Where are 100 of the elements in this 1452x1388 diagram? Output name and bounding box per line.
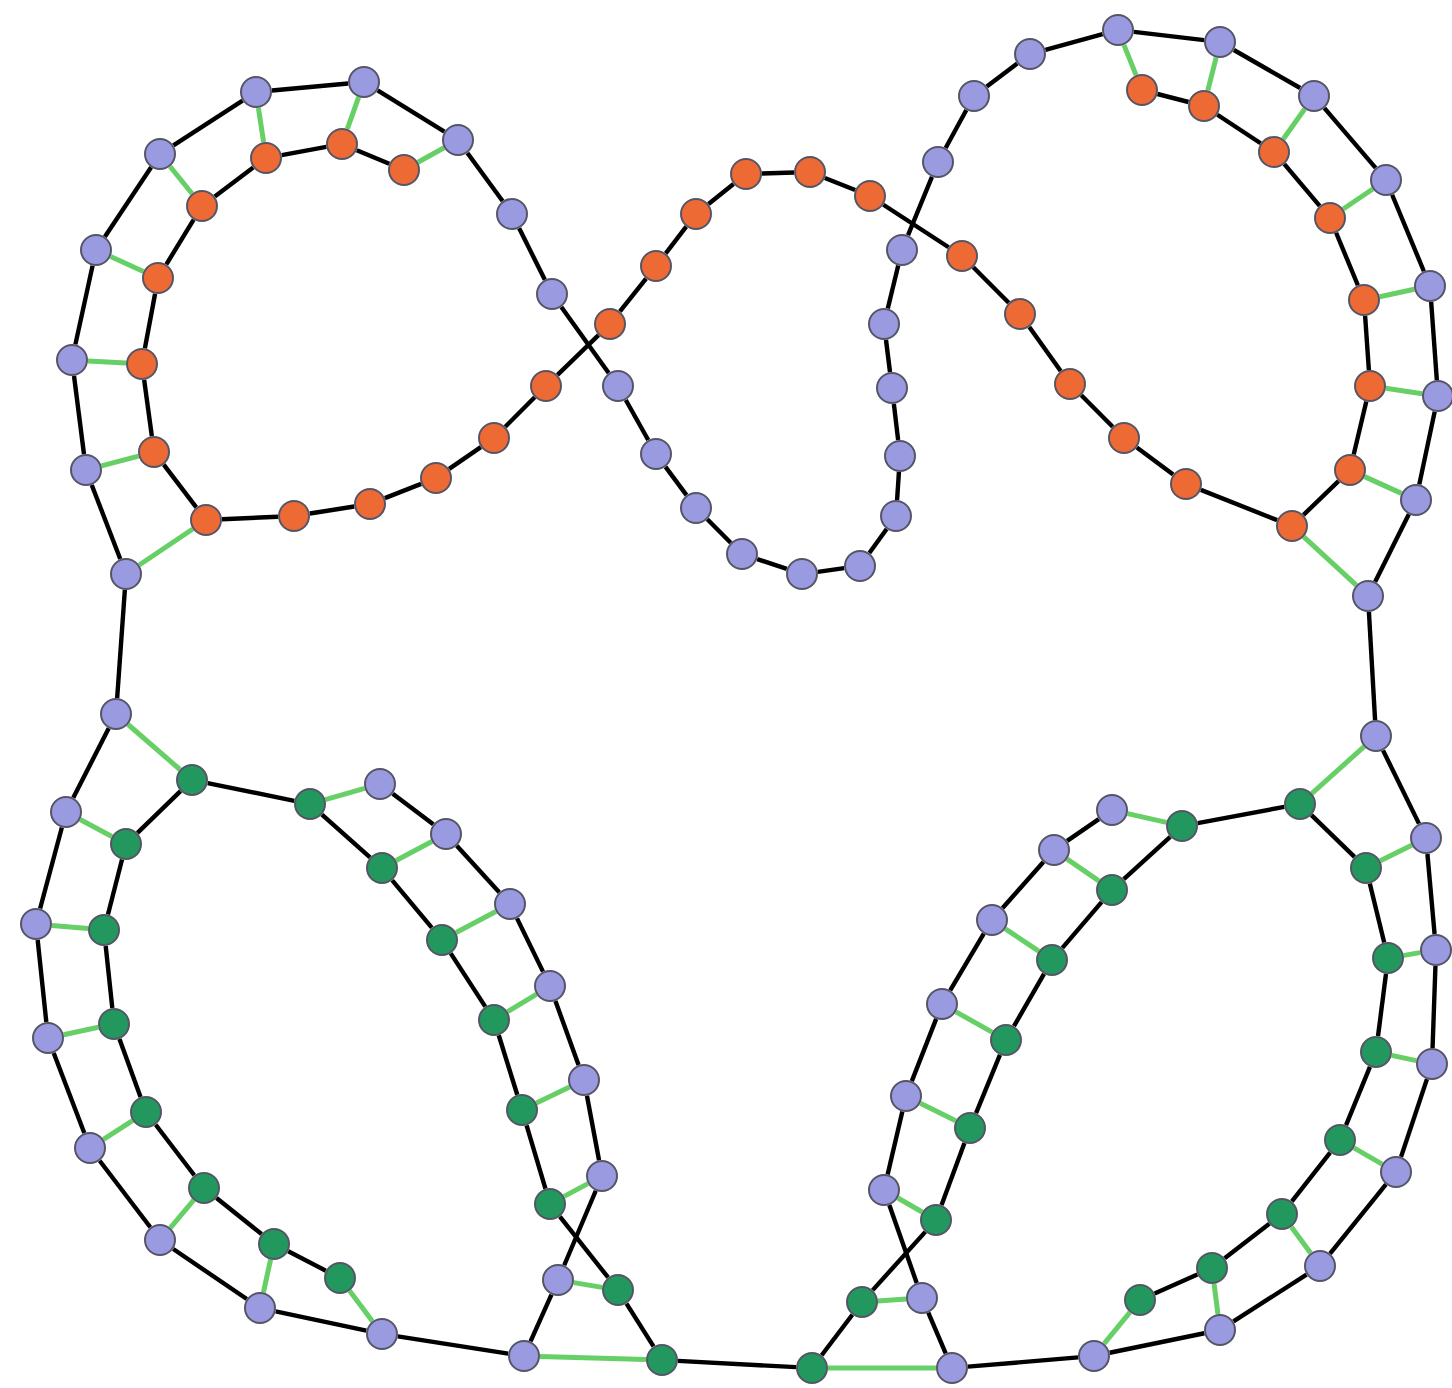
connector-line (677, 1358, 797, 1370)
connector-line (971, 265, 1011, 305)
graph-node (1014, 38, 1046, 70)
connector-line (390, 878, 434, 930)
connector-line (506, 992, 538, 1014)
connector-line (1156, 91, 1190, 105)
graph-node (726, 538, 758, 570)
graph-node (920, 1204, 952, 1236)
connector-line (883, 339, 893, 373)
connector-line (447, 445, 483, 471)
graph-node (126, 348, 158, 380)
connector-line (539, 1353, 647, 1363)
connector-line (1379, 842, 1413, 864)
graph-node (20, 908, 52, 940)
connector-line (756, 556, 788, 572)
connector-line (906, 175, 934, 237)
graph-node (876, 372, 908, 404)
graph-node (496, 198, 528, 230)
graph-node (1414, 270, 1446, 302)
connector-line (877, 1296, 907, 1304)
graph-node (640, 438, 672, 470)
connector-line (1391, 1052, 1417, 1064)
connector-line (1281, 107, 1307, 141)
connector-line (573, 1280, 603, 1290)
graph-node (1422, 380, 1452, 412)
graph-node (1126, 74, 1158, 106)
graph-node (568, 1064, 600, 1096)
graph-node (794, 156, 826, 188)
graph-node (730, 158, 762, 190)
connector-line (515, 917, 545, 973)
graph-node (1360, 720, 1392, 752)
connector-line (705, 517, 733, 545)
connector-line (87, 358, 127, 366)
connector-line (1027, 325, 1063, 373)
graph-node (1372, 942, 1404, 974)
graph-node (348, 66, 380, 98)
graph-node (494, 888, 526, 920)
connector-line (1223, 1222, 1271, 1260)
connector-line (255, 107, 267, 143)
connector-line (345, 96, 361, 130)
connector-line (1352, 1145, 1384, 1167)
connector-line (394, 839, 434, 863)
connector-line (63, 1024, 99, 1038)
connector-line (135, 789, 183, 835)
connector-line (828, 1365, 936, 1371)
graph-node (1324, 1124, 1356, 1156)
connector-line (347, 1289, 375, 1323)
graph-node (176, 764, 208, 796)
connector-line (894, 471, 902, 501)
connector-line (1216, 112, 1262, 146)
graph-node (186, 190, 218, 222)
graph-node (542, 1264, 574, 1296)
graph-node (80, 234, 112, 266)
graph-node (364, 768, 396, 800)
connector-line (1044, 32, 1104, 52)
graph-node (56, 344, 88, 376)
connector-line (1398, 1078, 1430, 1158)
graph-node (1188, 90, 1220, 122)
connector-line (455, 844, 501, 894)
graph-node (976, 904, 1008, 936)
graph-node (946, 240, 978, 272)
graph-node (1108, 422, 1140, 454)
connector-line (221, 514, 279, 522)
graph-node (366, 1318, 398, 1350)
connector-line (142, 293, 158, 349)
graph-node (1004, 298, 1036, 330)
graph-node (1350, 852, 1382, 884)
graph-node (884, 440, 916, 472)
connector-line (1205, 56, 1219, 92)
graph-node (144, 138, 176, 170)
graph-node (1170, 468, 1202, 500)
connector-line (207, 781, 295, 803)
graph-node (1054, 368, 1086, 400)
graph-node (990, 1024, 1022, 1056)
connector-line (528, 1293, 554, 1343)
connector-line (324, 786, 366, 802)
graph-node (846, 1286, 878, 1318)
connector-line (1282, 162, 1322, 208)
connector-line (1289, 1225, 1313, 1255)
graph-node (868, 1174, 900, 1206)
connector-line (1065, 817, 1101, 843)
graph-node (506, 1094, 538, 1126)
connector-line (103, 166, 153, 238)
graph-node (1166, 810, 1198, 842)
graph-node (354, 488, 386, 520)
connector-line (1232, 48, 1302, 90)
connector-line (618, 277, 648, 313)
connector-line (117, 1038, 143, 1098)
graph-node (926, 988, 958, 1020)
connector-line (1341, 186, 1375, 212)
connector-line (172, 98, 244, 148)
connector-line (623, 398, 651, 442)
graph-node (1360, 1036, 1392, 1068)
graph-node (142, 262, 174, 294)
graph-node (922, 146, 954, 178)
connector-line (871, 1230, 927, 1292)
graph-node (74, 1132, 106, 1164)
graph-node (278, 500, 310, 532)
connector-line (38, 826, 64, 910)
graph-node (886, 234, 918, 266)
